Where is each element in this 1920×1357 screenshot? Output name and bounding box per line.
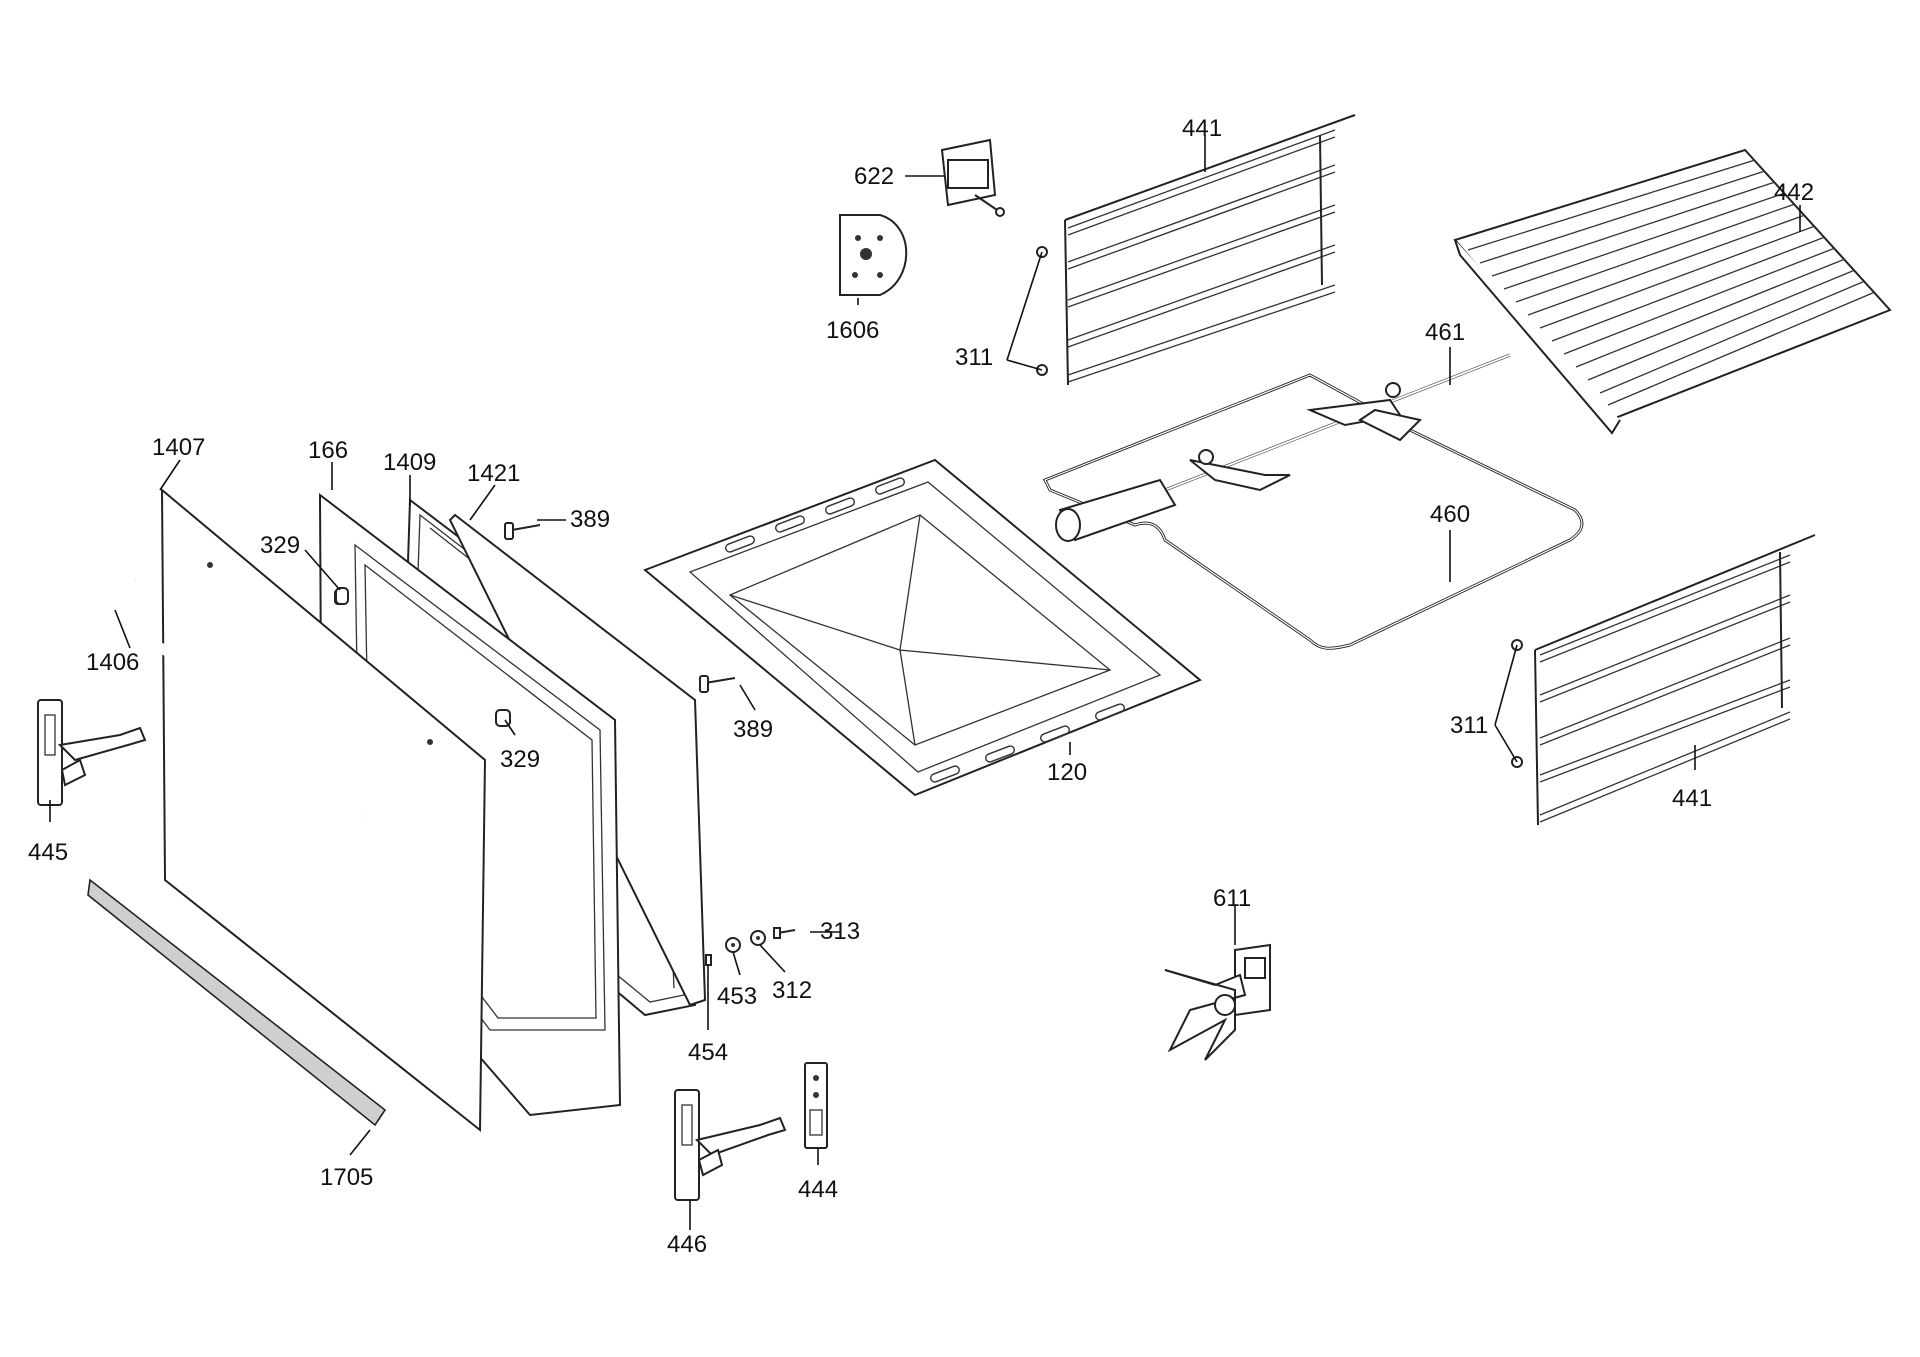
hinge-445	[37, 699, 147, 806]
label-329-top: 329	[260, 532, 300, 559]
label-453: 453	[717, 983, 757, 1010]
label-611: 611	[1213, 885, 1251, 912]
hinge-446	[674, 1089, 787, 1201]
rotisserie-motor-622	[940, 138, 1005, 217]
label-389-top: 389	[570, 506, 610, 533]
label-120: 120	[1047, 759, 1087, 786]
label-445: 445	[28, 839, 68, 866]
screw-311	[1036, 246, 1523, 768]
label-166: 166	[308, 437, 348, 464]
label-1421: 1421	[467, 460, 520, 487]
side-rail-441-top	[1064, 114, 1356, 386]
side-rail-441-bottom	[1534, 534, 1816, 826]
label-389-bottom: 389	[733, 716, 773, 743]
label-313: 313	[820, 918, 860, 945]
label-441-top: 441	[1182, 115, 1222, 142]
label-311-top: 311	[955, 344, 993, 371]
label-454: 454	[688, 1039, 728, 1066]
label-1705: 1705	[320, 1164, 373, 1191]
label-460: 460	[1430, 501, 1470, 528]
label-622: 622	[854, 163, 894, 190]
label-444: 444	[798, 1176, 838, 1203]
label-461: 461	[1425, 319, 1465, 346]
part-labels: 622 1606 311 441 442 461 460 311 441 140…	[28, 115, 1814, 1258]
leader-lines	[49, 135, 1801, 1230]
hinge-receiver-444	[804, 1062, 828, 1149]
rotisserie-spit-461	[1055, 353, 1511, 542]
label-1407: 1407	[152, 434, 205, 461]
door-handle-1406	[105, 575, 409, 826]
label-442: 442	[1774, 179, 1814, 206]
screw-389	[504, 522, 736, 693]
label-312: 312	[772, 977, 812, 1004]
label-1606: 1606	[826, 317, 879, 344]
mounting-plate-1606	[839, 214, 908, 296]
label-329-bottom: 329	[500, 746, 540, 773]
label-441-bottom: 441	[1672, 785, 1712, 812]
outer-glass-1407	[160, 487, 487, 1133]
fan-motor-611	[1164, 943, 1271, 1061]
label-1406: 1406	[86, 649, 139, 676]
small-hardware	[705, 927, 796, 966]
wire-shelf-442	[1453, 148, 1892, 435]
drip-tray-120	[643, 458, 1202, 797]
label-446: 446	[667, 1231, 707, 1258]
label-1409: 1409	[383, 449, 436, 476]
trim-strip-1705	[87, 878, 387, 1127]
label-311-bottom: 311	[1450, 712, 1488, 739]
